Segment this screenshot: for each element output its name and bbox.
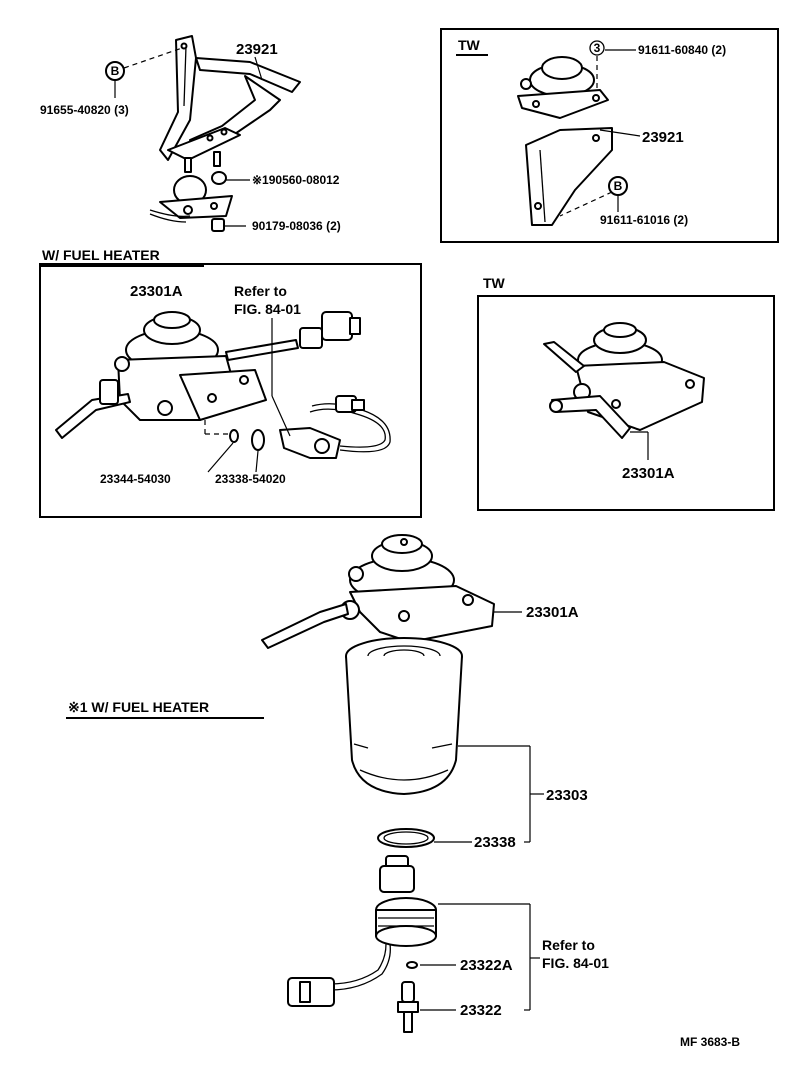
refer-bottom-label-1: Refer to: [542, 937, 595, 953]
three-symbol: 3: [594, 41, 601, 55]
part-23921-tw-label: 23921: [642, 129, 684, 146]
part-23322-label: 23322: [460, 1002, 502, 1019]
part-90179-label: 90179-08036 (2): [252, 219, 341, 233]
part-91655-label: 91655-40820 (3): [40, 103, 129, 117]
part-23301a-main-label: 23301A: [526, 604, 579, 621]
tw-bracket-title: TW: [458, 37, 481, 53]
tw-bracket-box: [440, 28, 779, 243]
part-23344-label: 23344-54030: [100, 472, 171, 486]
tw-pump-and-bracket: 3 B: [517, 40, 641, 226]
part-23301a-tw-label: 23301A: [622, 465, 675, 482]
heater-note-label: ※1 W/ FUEL HEATER: [68, 699, 209, 715]
part-23303-label: 23303: [546, 787, 588, 804]
part-91611-60840-label: 91611-60840 (2): [638, 43, 726, 57]
main-fuel-filter-assembly: [261, 534, 544, 1033]
fuel-heater-box: [39, 263, 422, 518]
tw-pump-assembly: [543, 322, 705, 460]
part-23338-label: 23338: [474, 834, 516, 851]
figure-code-label: MF 3683-B: [680, 1035, 740, 1049]
fuel-heater-box-title: W/ FUEL HEATER: [42, 247, 160, 263]
refer-bottom-label-2: FIG. 84-01: [542, 955, 609, 971]
tw-pump-box-title: TW: [483, 275, 506, 291]
bracket-assembly-top-left: B: [105, 35, 301, 232]
refer-heater-label-2: FIG. 84-01: [234, 301, 301, 317]
part-190560-label: ※190560-08012: [252, 173, 340, 187]
refer-heater-label-1: Refer to: [234, 283, 287, 299]
heater-pump-assembly: [55, 311, 391, 473]
b-circle-symbol: B: [111, 64, 120, 78]
part-23921-top-label: 23921: [236, 41, 278, 58]
b-circle-symbol-tw: B: [614, 179, 623, 193]
part-23301a-heater-label: 23301A: [130, 283, 183, 300]
part-23322a-label: 23322A: [460, 957, 513, 974]
tw-pump-box: [477, 295, 775, 511]
part-23338-54020-label: 23338-54020: [215, 472, 286, 486]
part-91611-61016-label: 91611-61016 (2): [600, 213, 688, 227]
